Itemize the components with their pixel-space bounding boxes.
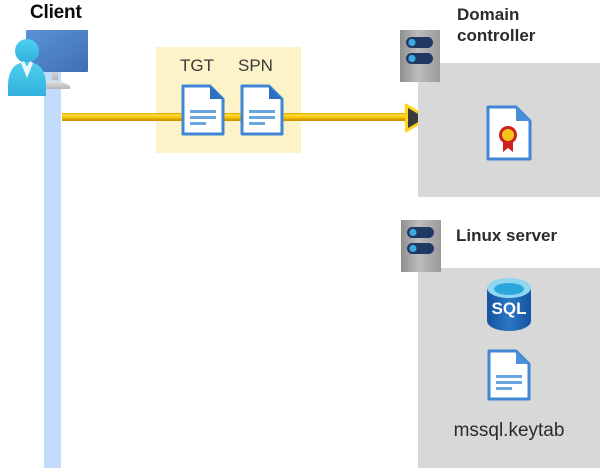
domain-controller-title: Domain controller <box>457 5 536 45</box>
sql-database-label: SQL <box>492 299 527 318</box>
document-icon-spn <box>240 84 284 141</box>
client-title: Client <box>30 2 82 23</box>
keytab-filename-label: mssql.keytab <box>453 420 565 441</box>
certificate-document-icon <box>486 105 532 166</box>
spn-label: SPN <box>238 56 273 75</box>
server-rack-icon-dc <box>400 30 440 82</box>
server-rack-icon-linux <box>401 220 441 272</box>
tgt-label: TGT <box>180 56 214 75</box>
user-computer-icon <box>4 26 104 102</box>
flow-arrow-line-right <box>295 113 413 121</box>
document-icon-keytab <box>487 349 531 406</box>
sql-database-icon: SQL <box>481 277 537 338</box>
document-icon-tgt <box>181 84 225 141</box>
client-lifeline <box>44 60 61 468</box>
linux-server-title: Linux server <box>456 226 558 245</box>
